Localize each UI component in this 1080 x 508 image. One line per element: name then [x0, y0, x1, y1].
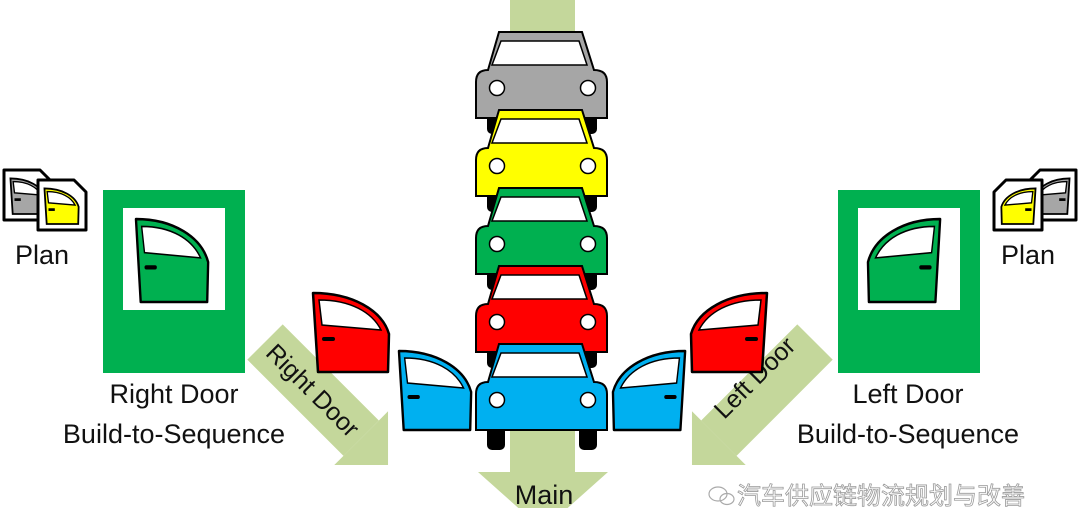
windshield: [490, 118, 589, 144]
headlight-icon: [579, 313, 597, 331]
headlight-icon: [579, 391, 597, 409]
queued-right-door-red-icon: [311, 291, 391, 374]
headlight-icon: [488, 391, 506, 409]
headlight-icon: [488, 235, 506, 253]
headlight-icon: [579, 235, 597, 253]
installed-left-door-blue-icon: [611, 349, 687, 432]
installed-right-door-blue-icon: [397, 349, 473, 432]
station-right-door-icon: [134, 217, 210, 304]
station-left-door-icon: [866, 217, 942, 304]
queued-left-door-red-icon: [689, 291, 769, 374]
headlight-icon: [488, 313, 506, 331]
wechat-icon: [708, 486, 735, 506]
car-blue: [475, 343, 608, 450]
windshield: [490, 40, 589, 66]
car-green: [475, 187, 608, 290]
car-red: [475, 265, 608, 368]
left-station-label-line2: Build-to-Sequence: [797, 419, 1019, 449]
plan-document-yellow-icon: [36, 178, 88, 232]
watermark-text: 汽车供应链物流规划与改善: [737, 482, 1025, 508]
right-station-label-line2: Build-to-Sequence: [63, 419, 285, 449]
plan-label-right: Plan: [1001, 240, 1055, 270]
plan-label-left: Plan: [15, 240, 69, 270]
windshield: [490, 274, 589, 300]
headlight-icon: [488, 79, 506, 97]
plan-document-yellow-icon-right: [992, 178, 1044, 232]
headlight-icon: [579, 157, 597, 175]
windshield: [490, 352, 589, 378]
main-line-label: Main: [515, 480, 574, 508]
headlight-icon: [579, 79, 597, 97]
right-station-label-line1: Right Door: [109, 379, 238, 409]
left-station-label-line1: Left Door: [852, 379, 963, 409]
windshield: [490, 196, 589, 222]
headlight-icon: [488, 157, 506, 175]
